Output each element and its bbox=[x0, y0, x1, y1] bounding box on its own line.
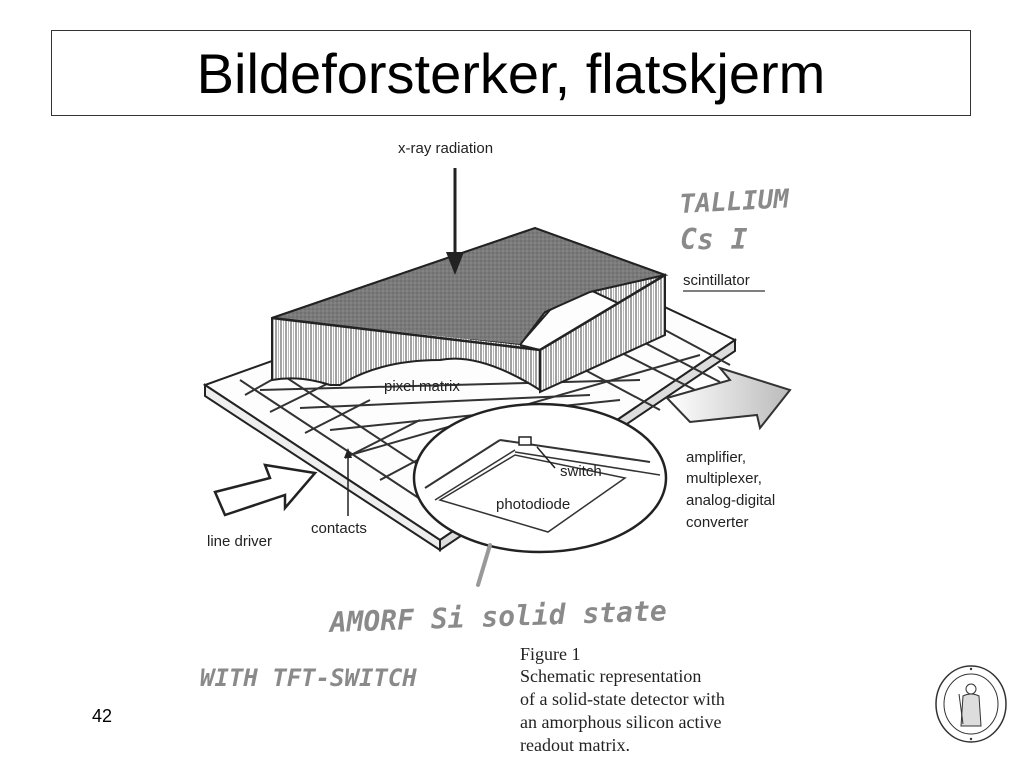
label-scintillator: scintillator bbox=[683, 272, 750, 289]
caption-line-4: an amorphous silicon active bbox=[520, 712, 721, 732]
label-amplifier-2: multiplexer, bbox=[686, 470, 762, 487]
output-arrow bbox=[665, 366, 792, 431]
label-contacts: contacts bbox=[311, 520, 367, 537]
title-box: Bildeforsterker, flatskjerm bbox=[51, 30, 971, 116]
handwritten-tallium: TALLIUM bbox=[679, 184, 791, 220]
magnifier bbox=[412, 402, 668, 554]
caption-line-2: Schematic representation bbox=[520, 666, 701, 686]
switch-square bbox=[518, 436, 532, 446]
handwritten-csi: Cs I bbox=[680, 223, 748, 256]
label-amplifier-1: amplifier, bbox=[686, 449, 746, 466]
university-seal-icon bbox=[935, 665, 1007, 743]
label-line-driver: line driver bbox=[207, 533, 272, 550]
caption-figure: Figure 1 bbox=[520, 644, 581, 664]
caption-line-3: of a solid-state detector with bbox=[520, 689, 725, 709]
label-amplifier-4: converter bbox=[686, 514, 749, 531]
switch-pointer bbox=[536, 446, 556, 469]
slide-title: Bildeforsterker, flatskjerm bbox=[196, 41, 826, 105]
label-xray: x-ray radiation bbox=[398, 140, 493, 157]
handwritten-stroke bbox=[476, 543, 492, 587]
label-amplifier-3: analog-digital bbox=[686, 492, 775, 509]
line-driver-arrow bbox=[213, 463, 318, 517]
handwritten-amorf: AMORF Si solid state bbox=[327, 594, 667, 639]
page-number: 42 bbox=[92, 706, 113, 726]
scintillator-block bbox=[271, 226, 669, 394]
caption-line-5: readout matrix. bbox=[520, 735, 630, 755]
label-photodiode: photodiode bbox=[496, 496, 570, 513]
label-switch: switch bbox=[560, 463, 602, 480]
xray-arrow bbox=[446, 168, 464, 275]
handwritten-tft: WITH TFT-SWITCH bbox=[200, 664, 417, 692]
label-pixel-matrix: pixel matrix bbox=[384, 378, 460, 395]
